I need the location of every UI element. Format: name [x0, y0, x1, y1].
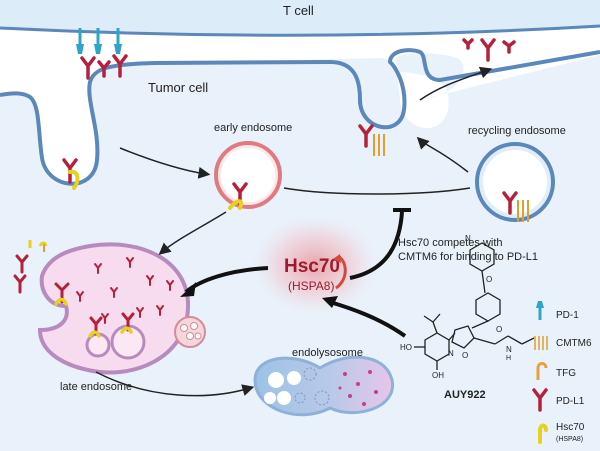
drug-label: AUY922 [444, 389, 486, 401]
carbonyl-o: O [496, 325, 502, 334]
morpholine-n: N [465, 234, 471, 243]
t-cell-membrane [0, 24, 600, 37]
legend-label-pdl1: PD-L1 [556, 396, 585, 407]
endolysosome-degraded [338, 370, 378, 406]
pathway-arrows [95, 66, 493, 397]
amide-h: H [506, 355, 511, 362]
auy922-molecule [414, 242, 535, 370]
recycling-pit-cargo [358, 124, 385, 156]
hsc70-subtitle: (HSPA8) [288, 279, 334, 293]
mvb-vesicles [180, 322, 202, 340]
legend-item-hsc70: Hsc70 (HSPA8) [538, 422, 585, 444]
late-endosome-hsc70 [54, 282, 135, 338]
pdl1-membrane [80, 54, 128, 80]
ho-label: HO [400, 343, 412, 352]
tfg-icon [536, 362, 548, 380]
oh-label: OH [432, 371, 444, 380]
legend-sub-hsc70: (HSPA8) [556, 436, 583, 443]
late-endosome [37, 242, 191, 375]
recycling-endosome-lumen [483, 150, 547, 214]
recycling-endosome-label: recycling endosome [468, 125, 566, 137]
endolysosome-vesicles [264, 367, 330, 406]
legend-label-hsc70: Hsc70 [556, 422, 585, 433]
inhibition-line [349, 211, 404, 280]
amide-n: N [506, 345, 512, 354]
late-endosome-cargo [76, 257, 174, 324]
upregulation-arrowhead [333, 254, 341, 263]
legend-item-pd1: PD-1 [536, 301, 579, 321]
pdl1-icon [532, 388, 548, 412]
early-endosome-lumen [221, 148, 275, 202]
free-molecules [13, 240, 48, 294]
auy922-arrow [329, 300, 407, 338]
competes-text-line2: CMTM6 for binding to PD-L1 [398, 251, 538, 263]
legend-item-pdl1: PD-L1 [532, 388, 585, 412]
tumor-cell-membrane [0, 48, 600, 186]
hsc70-to-late-arrowhead [180, 282, 196, 297]
legend: PD-1 CMTM6 TFG PD-L1 Hsc70 (HSPA8) [532, 301, 592, 444]
hsc70-title: Hsc70 [284, 256, 340, 277]
recycling-endosome-cargo [502, 191, 529, 222]
hsc70-icon [538, 423, 548, 444]
legend-label-pd1: PD-1 [556, 310, 579, 321]
invagination-cargo [62, 158, 80, 190]
pd1-icon [536, 301, 544, 320]
endolysosome-label: endolysosome [292, 347, 363, 359]
legend-item-cmtm6: CMTM6 [534, 336, 592, 350]
pd1-receptors [76, 28, 122, 54]
cmtm6-icon [534, 336, 548, 350]
early-endosome-label: early endosome [214, 122, 292, 134]
late-endosome-label: late endosome [60, 381, 132, 393]
ring-o: O [462, 351, 468, 360]
t-cell-label: T cell [283, 3, 314, 18]
hsc70-glow [245, 210, 385, 320]
legend-label-tfg: TFG [556, 368, 576, 379]
auy922-arrowhead [322, 296, 338, 308]
t-cell-body [0, 0, 600, 36]
early-endosome-cargo [228, 182, 248, 210]
legend-item-tfg: TFG [536, 362, 576, 380]
competes-text-line1: Hsc70 competes with [398, 237, 503, 249]
pdl1-released [462, 38, 516, 62]
ring-n: N [448, 349, 454, 358]
tumor-cell-label: Tumor cell [148, 80, 208, 95]
morpholine-o: O [486, 275, 492, 284]
legend-label-cmtm6: CMTM6 [556, 338, 592, 349]
